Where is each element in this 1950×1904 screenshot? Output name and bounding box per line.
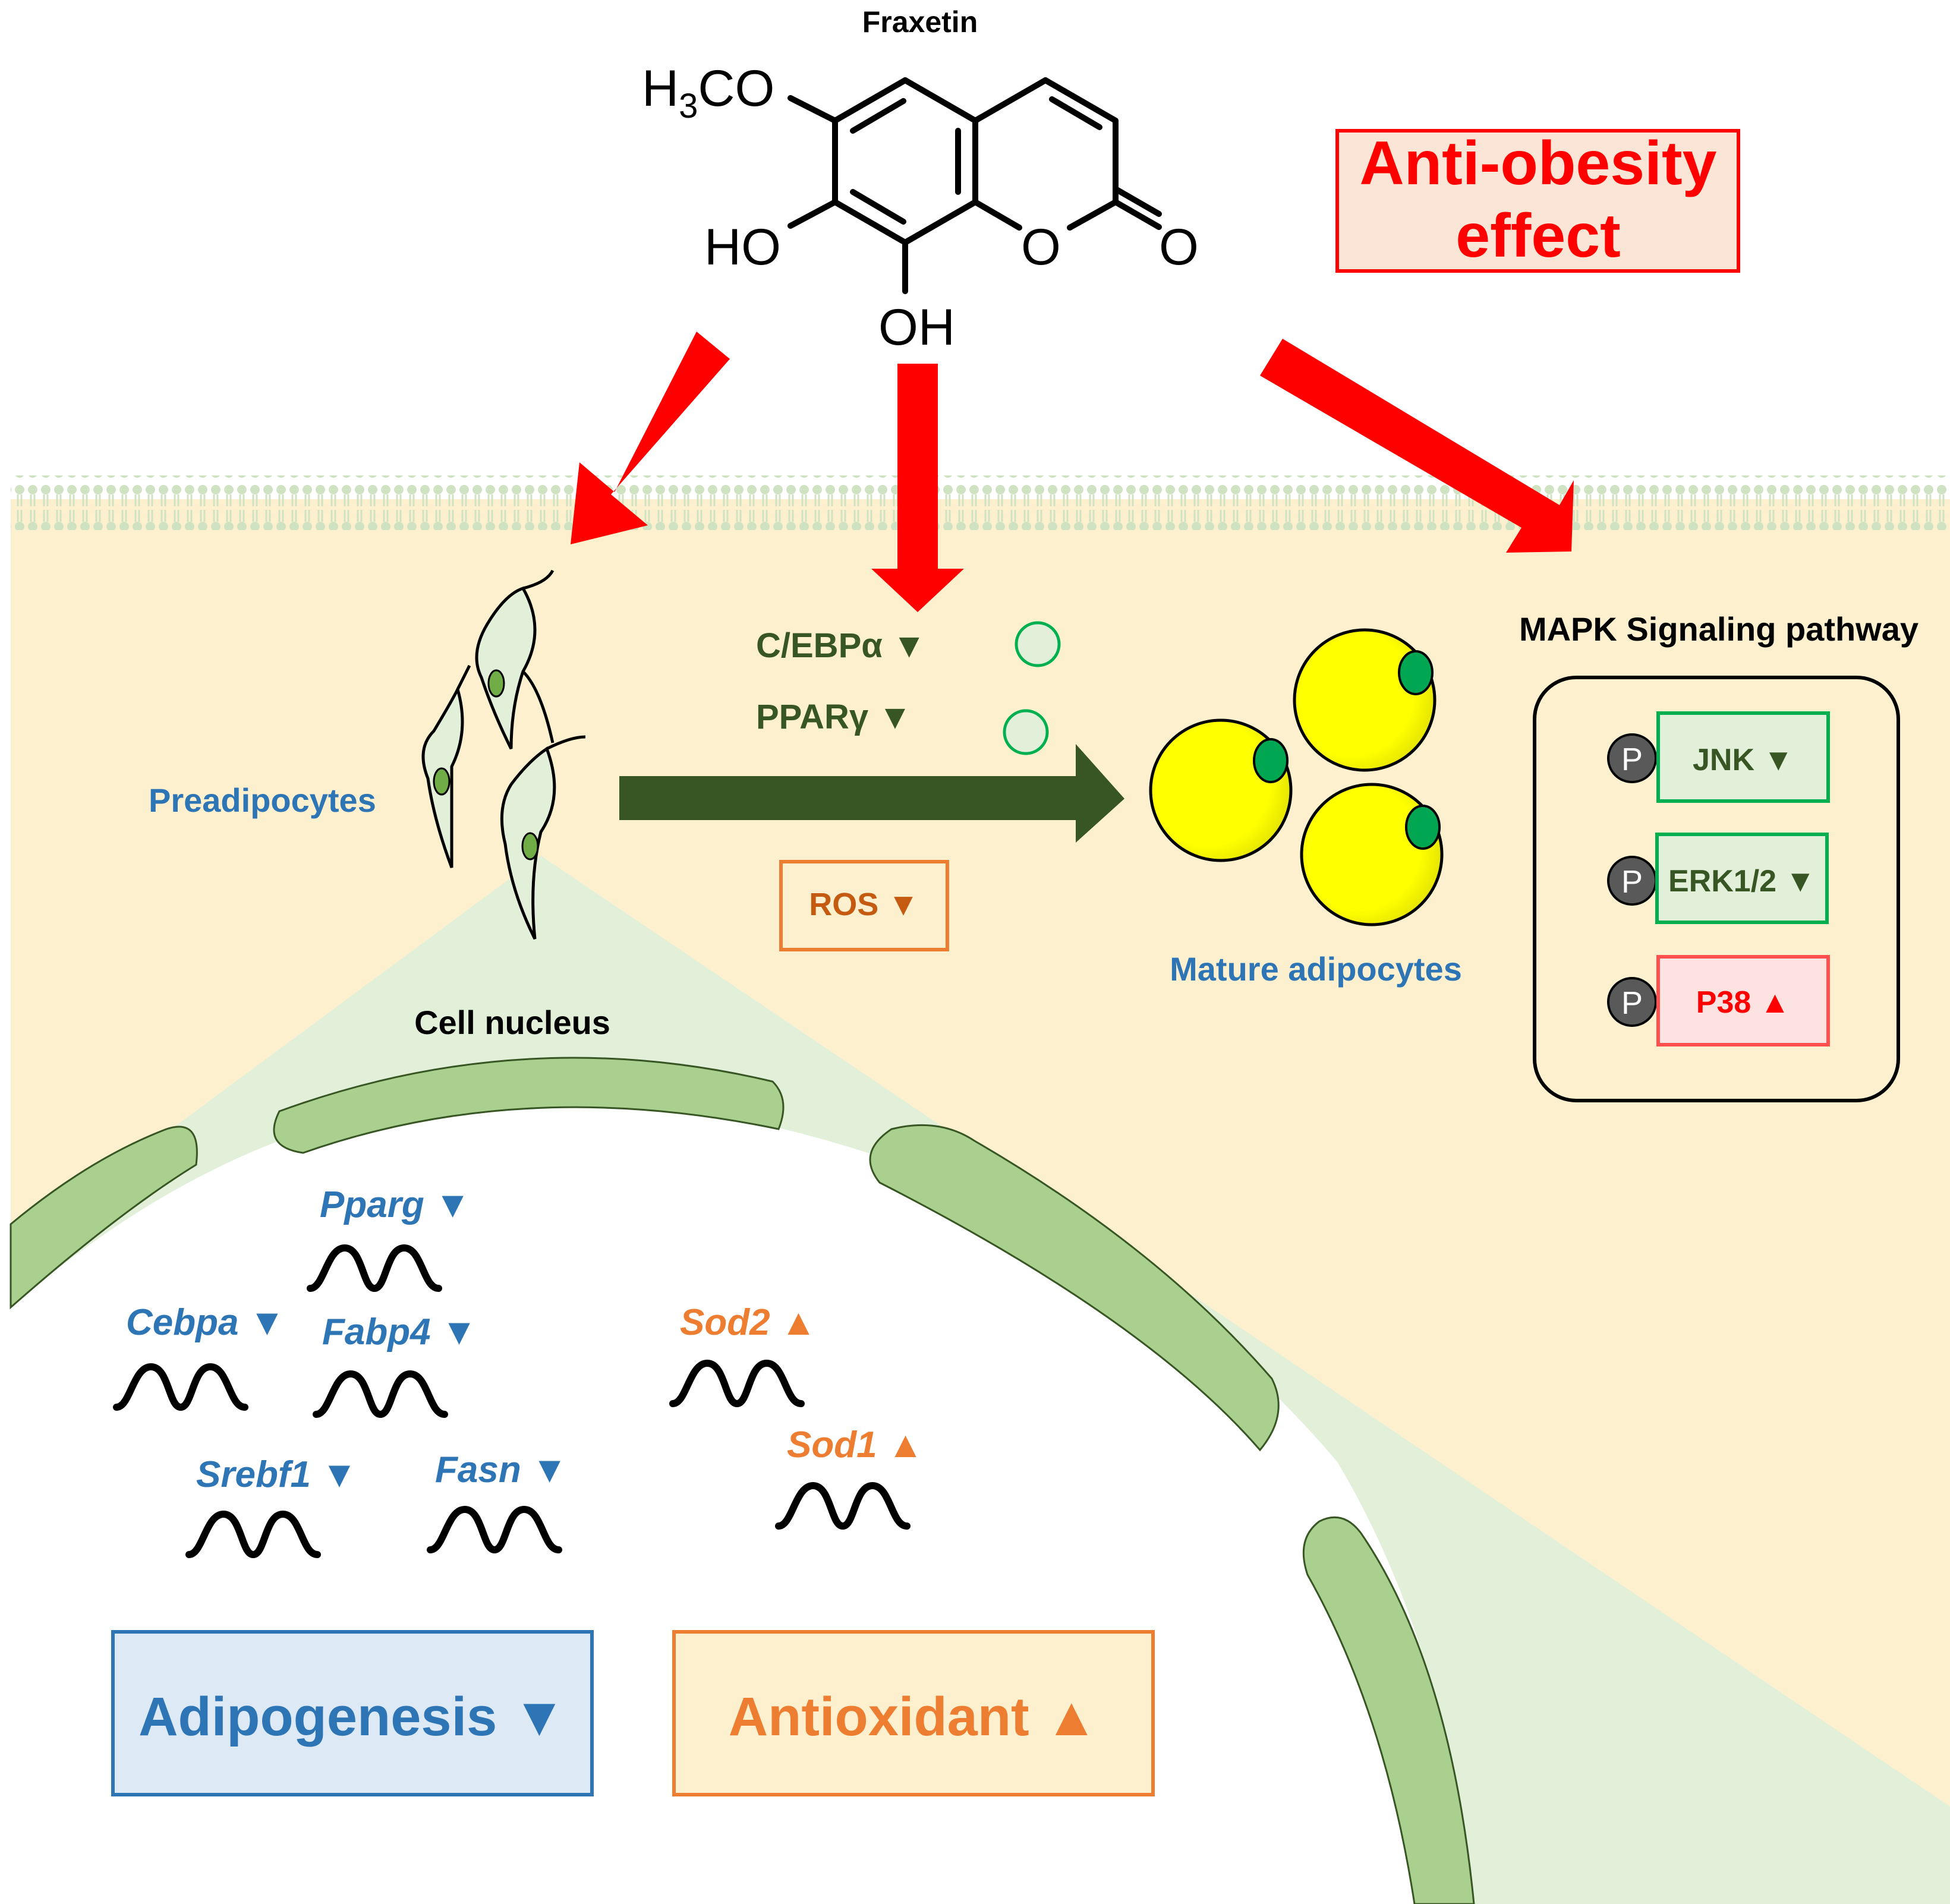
carbonyl-oxygen: O (1159, 219, 1199, 276)
gene-sod1: Sod1 ▲ (787, 1424, 924, 1465)
red-arrow-right (1260, 339, 1574, 553)
methoxy-group: H3CO (642, 60, 774, 125)
antioxidant-label: Antioxidant ▲ (729, 1687, 1099, 1747)
svg-text:P: P (1621, 864, 1643, 900)
preadipocyte-nucleus-3 (521, 832, 539, 860)
svg-text:P: P (1621, 985, 1643, 1021)
mature-adipocytes-label: Mature adipocytes (1170, 950, 1462, 988)
hydroxyl-7: HO (704, 219, 781, 276)
mapk-title: MAPK Signaling pathway (1519, 610, 1919, 648)
gene-labels: Pparg ▼ Cebpa ▼ Fabp4 ▼ Srebf1 ▼ Fasn ▼ … (126, 1184, 924, 1495)
mrna-squiggles (113, 1244, 911, 1559)
phospho-jnk (1607, 733, 1657, 783)
adipogenesis-box (111, 1630, 594, 1796)
antioxidant-box (672, 1630, 1155, 1796)
mrna-cebpa (113, 1363, 248, 1411)
factor-circle-2 (1003, 709, 1049, 755)
ros-label: ROS ▼ (809, 887, 919, 922)
nuclear-envelope (10, 1057, 1475, 1904)
hydroxyl-8: OH (878, 299, 955, 356)
mrna-srebf1 (185, 1510, 321, 1559)
gene-cebpa: Cebpa ▼ (126, 1302, 285, 1343)
fraxetin-structure (787, 77, 1162, 294)
gene-fasn: Fasn ▼ (435, 1449, 568, 1490)
mrna-fasn (427, 1505, 562, 1554)
gene-sod2: Sod2 ▲ (680, 1302, 817, 1343)
cell-membrane (11, 475, 1950, 530)
effect-box (1335, 129, 1740, 273)
factor-circle-1 (1015, 621, 1061, 667)
differentiation-arrow (619, 744, 1124, 843)
preadipocyte-nucleus-1 (487, 669, 505, 698)
jnk-box (1656, 711, 1830, 803)
mrna-fabp4 (313, 1370, 448, 1418)
p38-label: P38 ▲ (1696, 985, 1790, 1020)
erk-label: ERK1/2 ▼ (1668, 864, 1816, 899)
factor-cebpa: C/EBPα ▼ (756, 626, 926, 665)
compound-name: Fraxetin (862, 5, 978, 39)
gene-srebf1: Srebf1 ▼ (196, 1454, 358, 1495)
mrna-sod2 (669, 1359, 805, 1408)
cell-nucleus-label: Cell nucleus (414, 1004, 610, 1041)
mature-adipocytes (1149, 628, 1444, 926)
erk-box (1655, 833, 1829, 924)
ros-box (779, 860, 949, 951)
effect-title-line2: effect (1456, 201, 1620, 270)
phospho-p38 (1607, 977, 1657, 1027)
preadipocytes-label: Preadipocytes (149, 781, 376, 819)
factor-pparg: PPARγ ▼ (756, 698, 912, 736)
red-arrow-center (871, 364, 964, 612)
gene-pparg: Pparg ▼ (320, 1184, 471, 1225)
adipogenesis-label: Adipogenesis ▼ (138, 1687, 566, 1747)
svg-text:P: P (1621, 742, 1643, 777)
gene-fabp4: Fabp4 ▼ (322, 1312, 477, 1353)
p38-box (1656, 955, 1830, 1046)
preadipocyte-nucleus-2 (433, 767, 451, 796)
ring-oxygen: O (1021, 219, 1061, 276)
mrna-pparg (307, 1244, 442, 1293)
mapk-panel (1533, 676, 1900, 1102)
effect-title-line1: Anti-obesity (1360, 129, 1717, 198)
mrna-sod1 (775, 1481, 911, 1530)
jnk-label: JNK ▼ (1693, 743, 1794, 777)
red-arrow-left (571, 332, 730, 544)
